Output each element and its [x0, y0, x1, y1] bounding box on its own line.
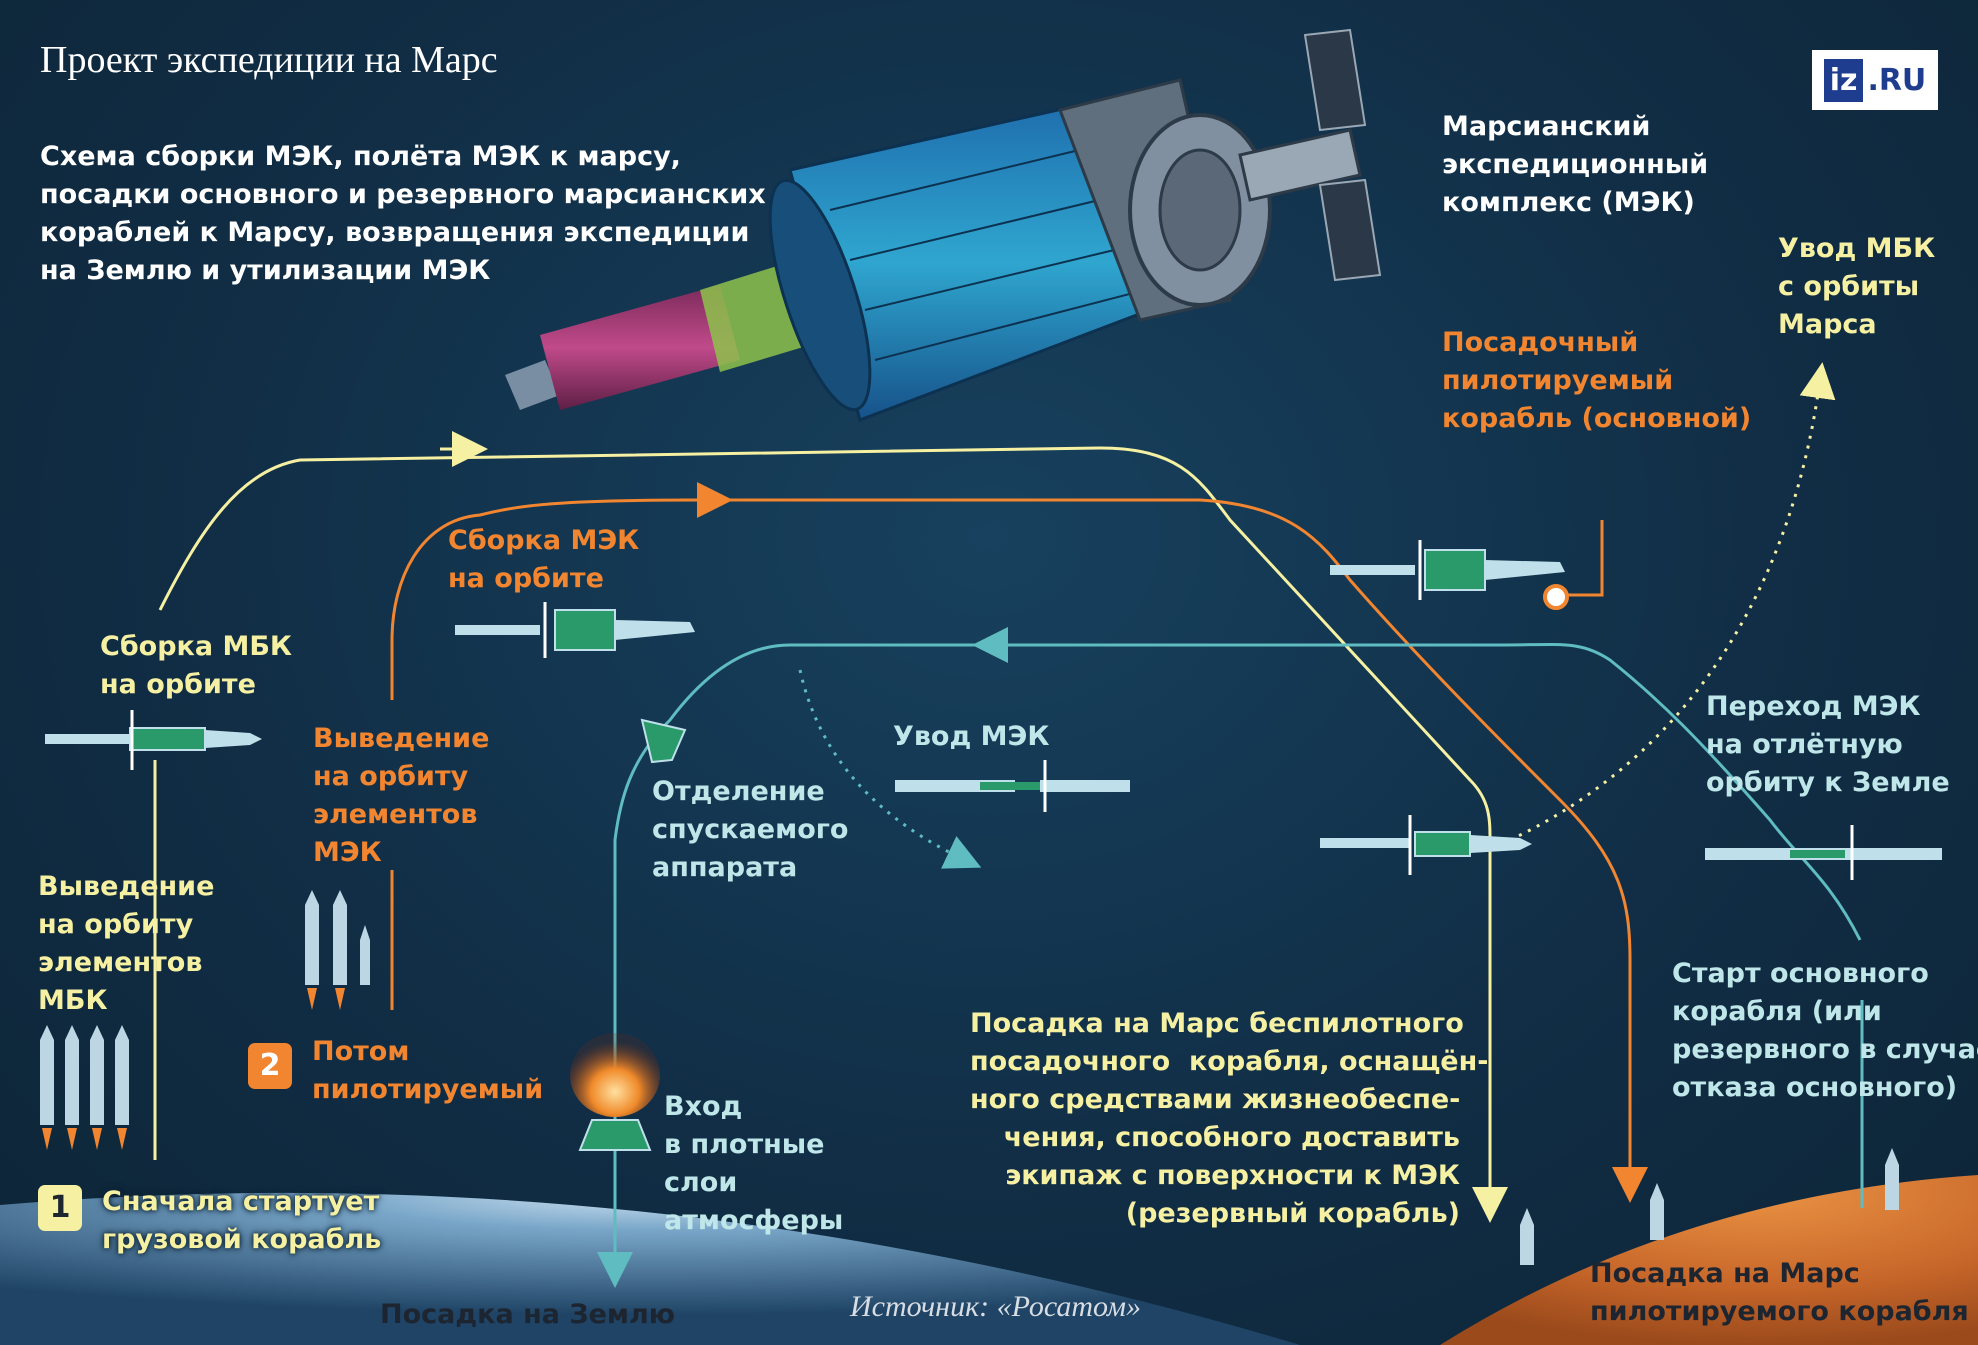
- label-start-ship: Старт основного корабля (или резервного …: [1672, 958, 1978, 1103]
- lander-callout: [1555, 520, 1604, 597]
- mek-away-ship: [895, 760, 1130, 812]
- label-mek-away: Увод МЭК: [893, 721, 1050, 752]
- mbk-trajectory: [158, 446, 1492, 1200]
- page-subtitle: Схема сборки МЭК, полёта МЭК к марсу, по…: [40, 141, 766, 286]
- return-ship: [1705, 825, 1942, 880]
- label-lander-main: Посадочный пилотируемый корабль (основно…: [1442, 327, 1752, 434]
- mek-assembly-ship: [455, 602, 695, 658]
- page-title: Проект экспедиции на Марс: [40, 39, 498, 81]
- mbk-assembly-ship: [45, 710, 262, 770]
- cargo-rockets: [40, 1025, 129, 1150]
- mars-landers: [1520, 1148, 1899, 1265]
- label-launch-mbk: Выведение на орбиту элементов МБК: [38, 871, 215, 1016]
- step-one-badge: 1: [38, 1185, 82, 1231]
- mek-spacecraft: [505, 28, 1382, 422]
- label-step2: Потом пилотируемый: [312, 1036, 544, 1105]
- label-assembly-mek: Сборка МЭК на орбите: [448, 525, 640, 594]
- label-launch-mek: Выведение на орбиту элементов МЭК: [313, 723, 490, 868]
- logo[interactable]: iz.RU: [1812, 50, 1938, 110]
- mbk-mars-orbit-ship: [1320, 815, 1532, 875]
- logo-ru: .RU: [1867, 62, 1927, 98]
- source-note: Источник: «Росатом»: [850, 1290, 1142, 1323]
- label-manned-landing: Посадка на Марс пилотируемого корабля: [1590, 1258, 1969, 1327]
- label-unmanned-landing: Посадка на Марс беспилотного посадочного…: [970, 1008, 1489, 1229]
- mek-trajectory: [390, 498, 1632, 1180]
- label-reentry: Вход в плотные слои атмосферы: [664, 1091, 844, 1236]
- manned-rockets: [305, 890, 370, 1010]
- earth-surface: [0, 1192, 1300, 1345]
- descent-capsule: [640, 718, 687, 764]
- label-separation: Отделение спускаемого аппарата: [652, 776, 849, 883]
- label-mbk-away: Увод МБК с орбиты Марса: [1778, 233, 1936, 340]
- lander-callout-dot: [1543, 584, 1569, 610]
- label-mek: Марсианский экспедиционный комплекс (МЭК…: [1442, 111, 1709, 218]
- label-earth-landing: Посадка на Землю: [380, 1299, 675, 1330]
- step-two-badge: 2: [248, 1043, 292, 1089]
- reentry-capsule: [570, 1033, 660, 1151]
- mars-surface: [1440, 1175, 1978, 1345]
- logo-iz: iz: [1823, 58, 1864, 102]
- label-step1: Сначала стартует грузовой корабль: [102, 1186, 382, 1255]
- lander-main-ship: [1330, 540, 1565, 600]
- label-transfer: Переход МЭК на отлётную орбиту к Земле: [1706, 691, 1950, 798]
- label-assembly-mbk: Сборка МБК на орбите: [100, 631, 293, 700]
